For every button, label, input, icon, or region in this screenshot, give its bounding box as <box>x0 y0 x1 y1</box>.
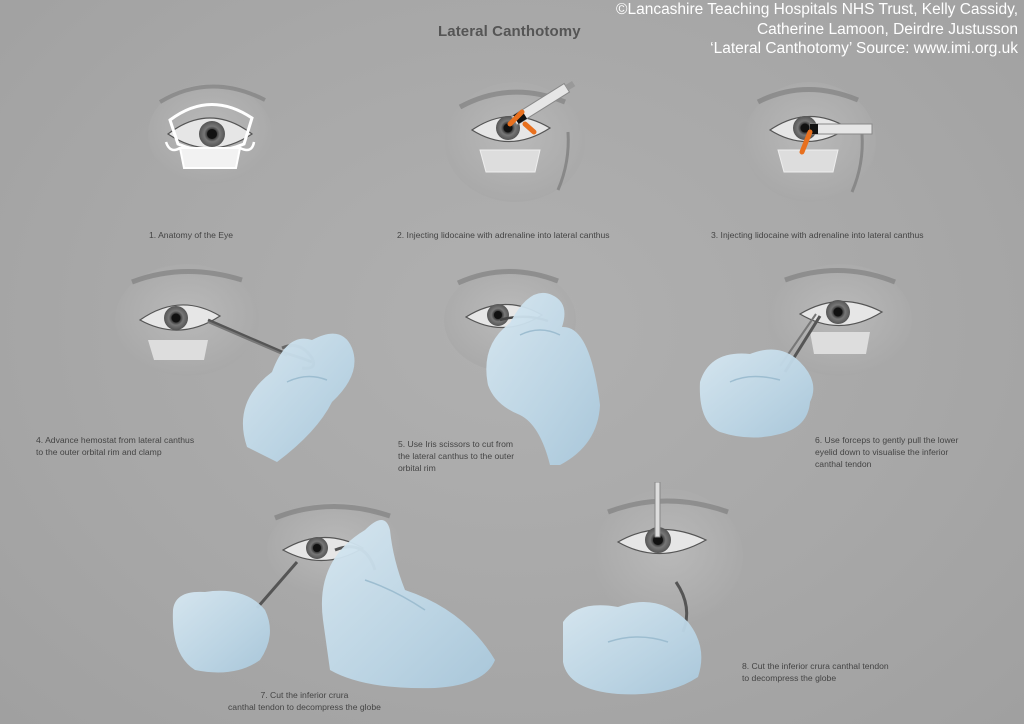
step-4-illustration <box>112 262 372 467</box>
credit-line: ©Lancashire Teaching Hospitals NHS Trust… <box>616 1 1018 18</box>
credit-block: ©Lancashire Teaching Hospitals NHS Trust… <box>616 0 1018 59</box>
page-title: Lateral Canthotomy <box>438 23 581 40</box>
step-3-illustration <box>740 72 890 212</box>
credit-line: ‘Lateral Canthotomy’ Source: www.imi.org… <box>710 40 1018 57</box>
step-5-illustration <box>440 265 620 470</box>
step-6-caption: 6. Use forceps to gently pull the lower … <box>815 435 959 469</box>
step-1-caption: 1. Anatomy of the Eye <box>149 230 234 240</box>
step-7-illustration <box>165 500 510 690</box>
step-8-illustration <box>558 482 748 702</box>
step-1-illustration <box>140 72 280 192</box>
step-3-caption: 3. Injecting lidocaine with adrenaline i… <box>711 230 924 240</box>
step-5-caption: 5. Use Iris scissors to cut from the lat… <box>398 439 515 473</box>
step-2-illustration <box>440 72 600 212</box>
step-4-caption: 4. Advance hemostat from lateral canthus… <box>36 435 195 457</box>
step-6-illustration <box>690 262 920 467</box>
step-7-caption: 7. Cut the inferior crura canthal tendon… <box>228 690 381 712</box>
credit-line: Catherine Lamoon, Deirdre Justusson <box>756 20 1018 38</box>
step-8-caption: 8. Cut the inferior crura canthal tendon… <box>742 661 889 683</box>
step-2-caption: 2. Injecting lidocaine with adrenaline i… <box>397 230 610 240</box>
